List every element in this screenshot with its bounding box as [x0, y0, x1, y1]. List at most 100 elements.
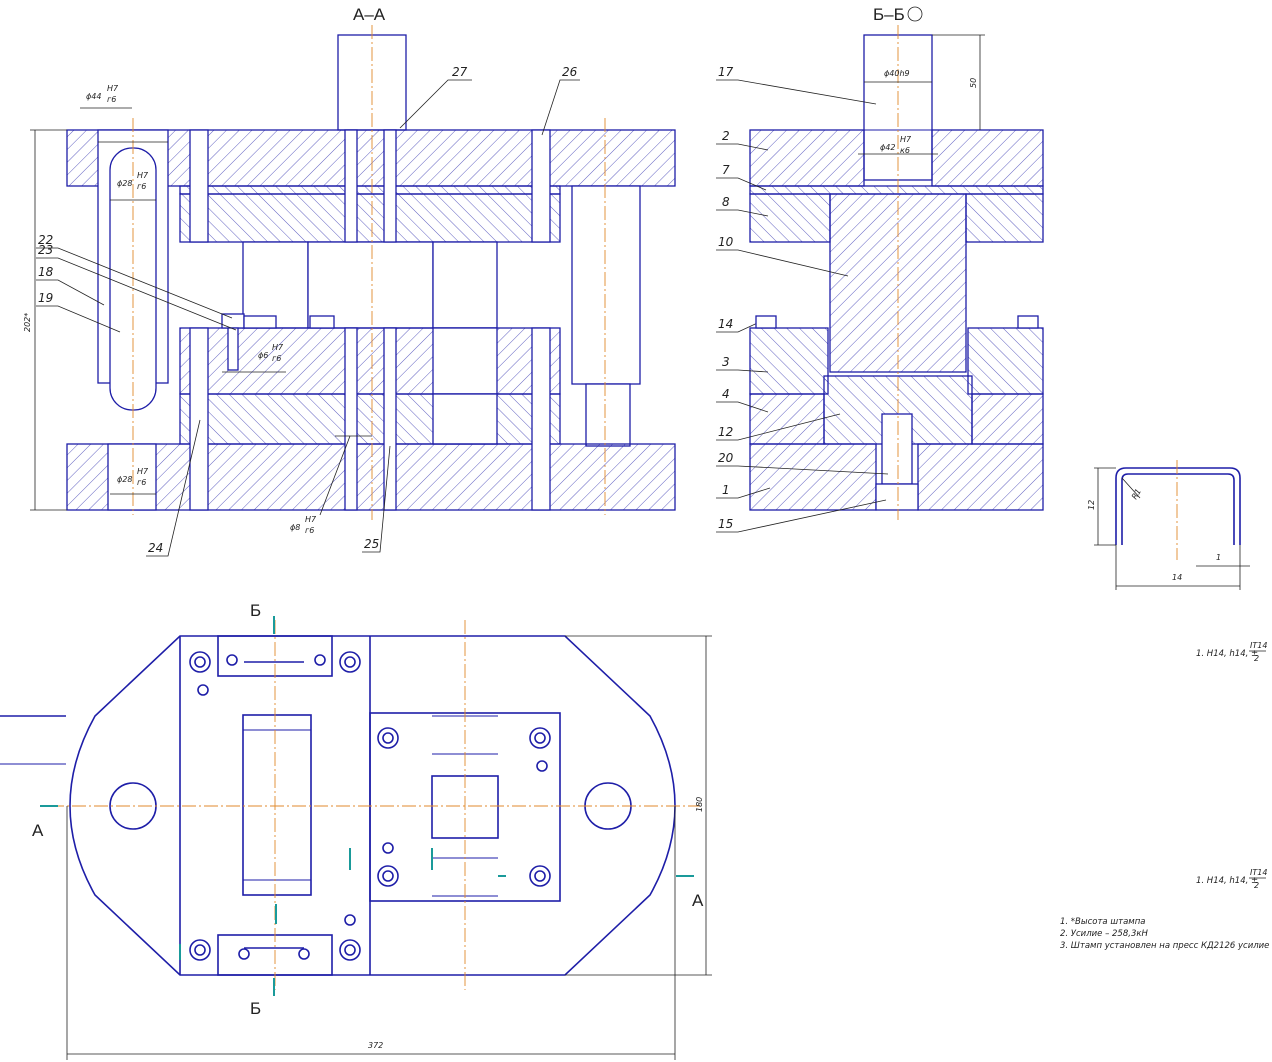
svg-text:18: 18	[38, 265, 54, 279]
svg-text:25: 25	[364, 537, 379, 551]
svg-text:ϕ6: ϕ6	[258, 351, 268, 360]
position-19: 19	[36, 291, 121, 333]
fit-d8: ϕ8 H7 г6	[290, 435, 372, 535]
height-dim: 202*	[23, 313, 32, 332]
svg-text:2: 2	[722, 129, 730, 143]
fit-d6: ϕ6 H7 г6	[222, 343, 286, 373]
punch-plan	[242, 714, 312, 896]
fit-d42: ϕ42 H7 к6	[880, 135, 912, 155]
note-2: 2. Усилие – 258,3кН	[1060, 929, 1148, 939]
position-17: 17	[716, 65, 877, 105]
svg-text:г6: г6	[272, 354, 281, 363]
svg-text:2: 2	[1254, 881, 1259, 890]
svg-text:H7: H7	[900, 135, 912, 144]
section-mark-a-right: А	[676, 875, 704, 910]
svg-text:H7: H7	[272, 343, 284, 352]
gauge-block-2-aa	[309, 315, 335, 329]
section-mark-b-bottom: Б	[250, 978, 275, 1018]
plate-7-bb	[749, 185, 1044, 195]
section-bb-title: Б–Б	[873, 5, 905, 24]
position-22: 22	[36, 233, 233, 319]
position-2: 2	[716, 129, 769, 151]
plan-bolts	[189, 651, 551, 961]
svg-text:23: 23	[38, 243, 53, 257]
position-27: 27	[399, 65, 472, 129]
svg-text:10: 10	[718, 235, 734, 249]
svg-text:Б: Б	[250, 601, 261, 620]
position-18: 18	[36, 265, 105, 306]
position-23: 23	[36, 243, 237, 331]
svg-text:Б: Б	[250, 999, 261, 1018]
svg-text:г6: г6	[137, 478, 146, 487]
svg-text:IT14: IT14	[1250, 868, 1267, 877]
section-mark-b-top: Б	[250, 601, 275, 634]
bottom-plate-aa	[66, 443, 676, 511]
fit-d28-top: ϕ28 H7 г6	[110, 171, 156, 201]
bolt-14-left	[755, 315, 777, 329]
die-holder-opening-aa	[432, 393, 498, 445]
svg-text:H7: H7	[137, 467, 149, 476]
position-15: 15	[716, 499, 887, 533]
position-24: 24	[146, 419, 201, 557]
backing-plate-aa	[179, 185, 561, 195]
tolerance-note-1: 1. H14, h14, ± IT14 2	[1196, 641, 1267, 663]
pin-4-aa	[383, 327, 397, 511]
svg-text:г6: г6	[137, 182, 146, 191]
die-3-bb-left	[749, 327, 829, 395]
section-mark-a-left: А	[32, 805, 58, 840]
section-aa-title: А–А	[353, 5, 386, 24]
width-dim: 180	[695, 797, 704, 812]
screw-right-bottom-aa	[531, 327, 551, 511]
screw-left-bottom-aa	[189, 327, 209, 511]
rotation-icon	[907, 6, 923, 22]
position-26: 26	[541, 65, 580, 136]
punch-left-aa	[242, 241, 309, 329]
part-height-dim: 12	[1087, 500, 1096, 510]
svg-text:2: 2	[1254, 654, 1259, 663]
part-sketch: 12 14 1 R1	[1087, 460, 1250, 590]
svg-text:24: 24	[148, 541, 163, 555]
note-1: 1. *Высота штампа	[1060, 917, 1145, 927]
top-plate-bb-right	[931, 129, 1044, 187]
punch-holder-aa	[179, 193, 561, 243]
plate-8-bb-right	[965, 193, 1044, 243]
punch-mid-aa	[307, 241, 434, 329]
overall-length-dim: 372	[368, 1041, 383, 1050]
shank-bb	[863, 34, 933, 181]
position-1: 1	[716, 483, 771, 499]
svg-text:7: 7	[722, 163, 730, 177]
svg-text:1. H14, h14, ±: 1. H14, h14, ±	[1196, 649, 1258, 659]
svg-text:22: 22	[38, 233, 53, 247]
svg-text:ϕ28: ϕ28	[117, 475, 132, 484]
position-10: 10	[716, 235, 849, 277]
svg-text:А: А	[32, 821, 44, 840]
svg-text:ϕ44: ϕ44	[86, 92, 101, 101]
svg-text:19: 19	[38, 291, 53, 305]
pillar-seat-aa	[107, 443, 157, 511]
section-a-a: А–А	[23, 5, 676, 557]
spring-20-bb	[881, 413, 913, 485]
svg-text:12: 12	[718, 425, 733, 439]
svg-text:ϕ28: ϕ28	[117, 179, 132, 188]
fit-d40: ϕ40h9	[884, 69, 910, 78]
bottom-plate-bb-right	[917, 443, 1044, 511]
die-4-bb-left	[749, 393, 825, 445]
die-3-bb-right	[967, 327, 1044, 395]
position-25: 25	[362, 445, 391, 553]
stop-pin-shaft-aa	[227, 327, 239, 371]
position-7: 7	[716, 163, 767, 191]
right-bushing-aa	[571, 185, 641, 385]
die-4-bb-right	[971, 393, 1044, 445]
position-3: 3	[716, 355, 769, 373]
svg-text:к6: к6	[900, 146, 910, 155]
svg-text:г6: г6	[107, 95, 116, 104]
svg-text:14: 14	[718, 317, 733, 331]
svg-text:4: 4	[722, 387, 730, 401]
pin-1-aa	[344, 129, 358, 243]
pin-2-aa	[383, 129, 397, 243]
svg-text:H7: H7	[107, 84, 119, 93]
svg-text:IT14: IT14	[1250, 641, 1267, 650]
shank-dim: 50	[969, 78, 978, 88]
thickness-dim: 1	[1216, 553, 1221, 562]
